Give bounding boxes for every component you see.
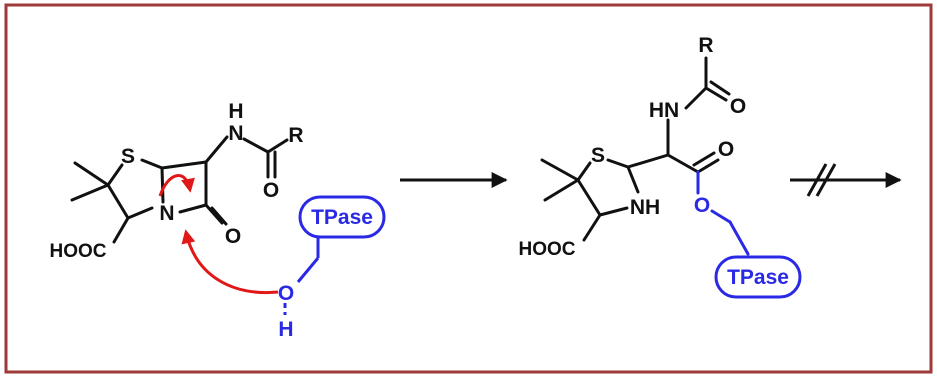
ester-link-to-enzyme: [696, 170, 750, 256]
amide-oxygen-atom: O: [263, 179, 279, 202]
product-r-group-label: R: [698, 34, 713, 57]
lactam-oxygen-atom: O: [225, 225, 241, 248]
product-hn-label: HN: [649, 99, 679, 122]
penicillin-reactant: [70, 135, 289, 244]
carboxyl-group-label: HOOC: [50, 241, 107, 262]
blocked-reaction-arrow: [790, 163, 902, 197]
bond-cleavage-curly-arrow: [158, 174, 195, 197]
product-carboxyl-group-label: HOOC: [519, 239, 576, 260]
product-amide-oxygen-atom: O: [730, 95, 746, 118]
product-tpase-label: TPase: [727, 266, 789, 289]
lactam-nitrogen-atom: N: [159, 202, 174, 225]
r-group-label: R: [288, 124, 303, 147]
frame-border: [4, 3, 933, 374]
enzyme-nucleophile: [283, 195, 386, 315]
serine-oxygen-atom: O: [278, 282, 294, 305]
acyl-enzyme-product: [540, 56, 731, 242]
amide-n-label: N: [228, 122, 243, 145]
product-tpase-bubble: [714, 255, 802, 299]
nucleophilic-attack-curly-arrow: [181, 229, 279, 295]
product-sulfur-atom: S: [591, 144, 605, 167]
product-nh-label: NH: [630, 196, 660, 219]
tpase-bubble: [298, 195, 386, 239]
amide-h-label: H: [228, 100, 243, 123]
tpase-label: TPase: [311, 206, 373, 229]
sulfur-atom: S: [121, 145, 135, 168]
serine-hydrogen-atom: H: [278, 318, 293, 341]
product-ester-carbonyl-oxygen: O: [718, 138, 734, 161]
product-ester-oxygen-atom: O: [694, 194, 710, 217]
